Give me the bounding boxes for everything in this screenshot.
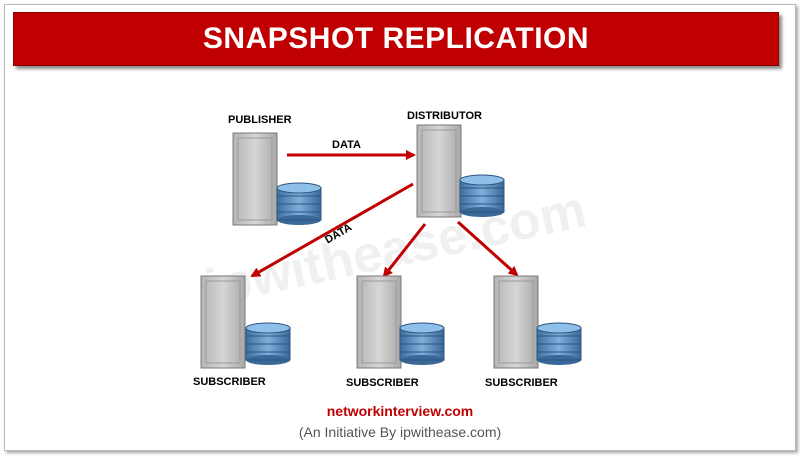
arrow-distributor-to-subscriber-1 — [250, 182, 414, 278]
server-icon — [232, 132, 278, 226]
subscriber-node-1 — [200, 275, 291, 369]
server-icon — [493, 275, 539, 369]
database-icon — [459, 174, 505, 218]
subscriber-node-3 — [493, 275, 582, 369]
database-icon — [536, 322, 582, 366]
publisher-node — [232, 132, 322, 226]
slide-frame — [4, 4, 796, 451]
title-banner: SNAPSHOT REPLICATION — [13, 12, 779, 66]
subscriber-node-2 — [356, 275, 445, 369]
page-title: SNAPSHOT REPLICATION — [202, 22, 590, 55]
database-icon — [276, 182, 322, 226]
server-icon — [416, 124, 462, 218]
distributor-label: DISTRIBUTOR — [407, 110, 482, 122]
server-icon — [356, 275, 402, 369]
distributor-node — [416, 124, 505, 218]
footer-site-link: networkinterview.com — [326, 403, 474, 419]
subscriber-1-label: SUBSCRIBER — [193, 376, 266, 388]
footer-tagline: (An Initiative By ipwithease.com) — [298, 424, 502, 440]
database-icon — [399, 322, 445, 366]
edge-label-publisher-distributor: DATA — [332, 139, 361, 151]
subscriber-3-label: SUBSCRIBER — [485, 377, 558, 389]
subscriber-2-label: SUBSCRIBER — [346, 377, 419, 389]
arrow-distributor-to-subscriber-3 — [456, 220, 519, 277]
server-icon — [200, 275, 246, 369]
database-icon — [245, 322, 291, 366]
arrow-distributor-to-subscriber-2 — [382, 223, 427, 278]
publisher-label: PUBLISHER — [228, 114, 292, 126]
